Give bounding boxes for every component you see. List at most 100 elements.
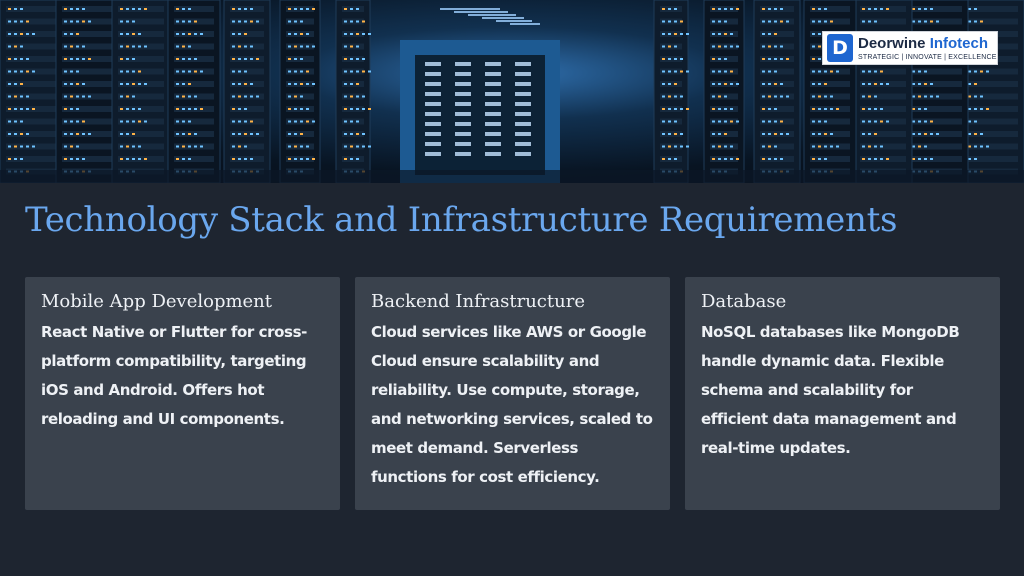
status-led: [780, 120, 783, 123]
status-led: [188, 83, 191, 85]
status-led: [350, 145, 353, 148]
status-led: [880, 83, 883, 85]
status-led: [718, 45, 721, 48]
status-led: [824, 8, 827, 10]
status-led: [306, 120, 309, 123]
status-led: [344, 8, 347, 10]
status-led: [786, 58, 789, 60]
status-led: [176, 20, 179, 23]
status-led: [924, 158, 927, 160]
status-led: [176, 45, 179, 48]
status-led: [880, 70, 883, 73]
status-led: [730, 70, 733, 73]
status-led: [712, 8, 715, 10]
status-led: [936, 20, 939, 23]
status-led: [244, 133, 247, 135]
status-led: [288, 83, 291, 85]
server-rack: [223, 0, 271, 183]
status-led: [256, 20, 259, 23]
status-led: [680, 20, 683, 23]
status-led: [126, 120, 129, 123]
status-led: [64, 95, 67, 98]
status-led: [350, 8, 353, 10]
status-led: [818, 8, 821, 10]
led-strip: [425, 82, 441, 86]
status-led: [880, 8, 883, 10]
status-led: [818, 158, 821, 160]
rack-unit: [810, 6, 850, 12]
status-led: [712, 83, 715, 85]
rack-unit: [960, 93, 1018, 100]
status-led: [26, 58, 29, 60]
status-led: [362, 20, 365, 23]
server-rack: [167, 0, 221, 183]
status-led: [980, 145, 983, 148]
status-led: [76, 70, 79, 73]
status-led: [64, 33, 67, 35]
status-led: [674, 145, 677, 148]
status-led: [288, 33, 291, 35]
status-led: [862, 108, 865, 110]
status-led: [668, 70, 671, 73]
status-led: [126, 8, 129, 10]
status-led: [356, 58, 359, 60]
status-led: [350, 108, 353, 110]
status-led: [294, 108, 297, 110]
ceiling-light: [440, 8, 500, 10]
status-led: [238, 120, 241, 123]
status-led: [724, 158, 727, 160]
status-led: [930, 8, 933, 10]
status-led: [818, 95, 821, 98]
status-led: [868, 70, 871, 73]
status-led: [32, 108, 35, 110]
status-led: [736, 83, 739, 85]
status-led: [862, 120, 865, 123]
status-led: [912, 8, 915, 10]
status-led: [812, 8, 815, 10]
status-led: [718, 145, 721, 148]
status-led: [668, 158, 671, 160]
card-database: Database NoSQL databases like MongoDB ha…: [685, 277, 1000, 510]
status-led: [176, 33, 179, 35]
status-led: [662, 133, 665, 135]
status-led: [918, 158, 921, 160]
status-led: [768, 108, 771, 110]
status-led: [812, 45, 815, 48]
status-led: [344, 58, 347, 60]
card-body: React Native or Flutter for cross-platfo…: [41, 323, 307, 428]
status-led: [974, 158, 977, 160]
card-body: Cloud services like AWS or Google Cloud …: [371, 323, 653, 486]
status-led: [288, 95, 291, 98]
status-led: [8, 133, 11, 135]
status-led: [968, 20, 971, 23]
status-led: [824, 108, 827, 110]
status-led: [244, 95, 247, 98]
status-led: [918, 95, 921, 98]
status-led: [300, 158, 303, 160]
status-led: [830, 70, 833, 73]
status-led: [132, 120, 135, 123]
status-led: [88, 133, 91, 135]
status-led: [250, 8, 253, 10]
rack-unit: [118, 131, 164, 137]
rack-unit: [860, 93, 906, 100]
card-heading: Database: [701, 291, 787, 312]
status-led: [306, 145, 309, 148]
status-led: [762, 108, 765, 110]
status-led: [20, 120, 23, 123]
rack-unit: [810, 81, 850, 87]
status-led: [294, 70, 297, 73]
status-led: [232, 133, 235, 135]
status-led: [980, 20, 983, 23]
status-led: [14, 20, 17, 23]
status-led: [182, 58, 185, 60]
status-led: [718, 158, 721, 160]
status-led: [344, 120, 347, 123]
status-led: [968, 8, 971, 10]
status-led: [182, 70, 185, 73]
status-led: [668, 45, 671, 48]
status-led: [774, 145, 777, 148]
status-led: [724, 108, 727, 110]
status-led: [238, 145, 241, 148]
status-led: [812, 33, 815, 35]
